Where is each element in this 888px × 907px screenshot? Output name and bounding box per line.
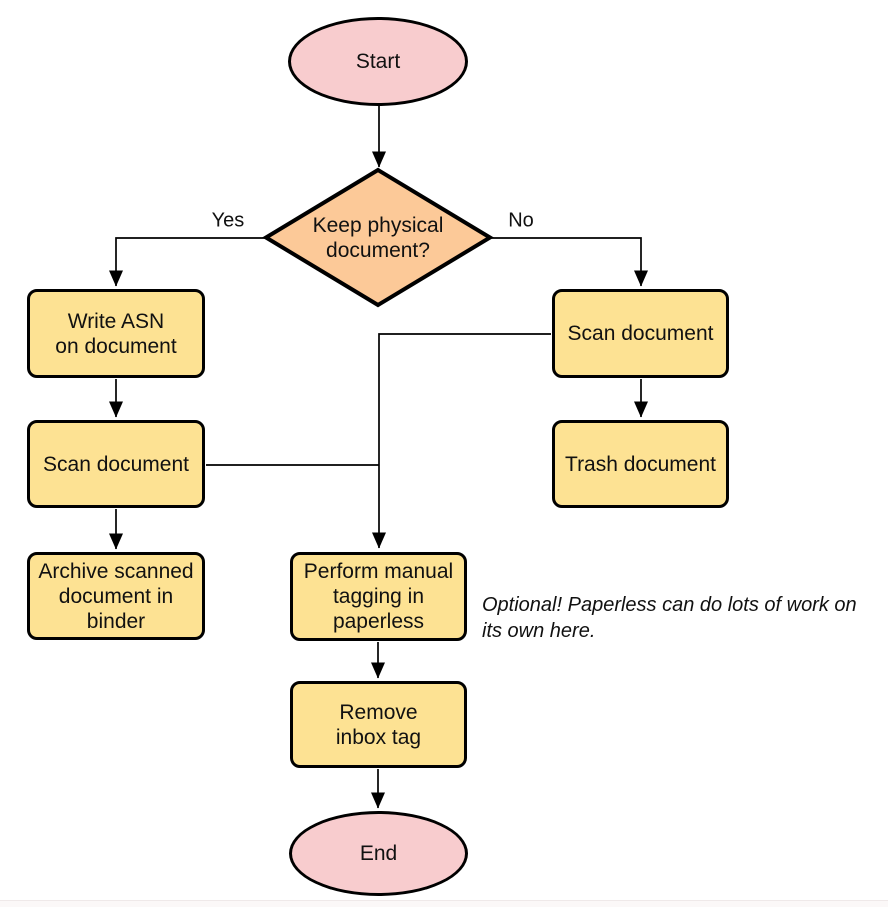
node-write-asn-label: Write ASN on document	[55, 309, 177, 358]
node-archive-binder-label: Archive scanned document in binder	[38, 559, 194, 633]
node-manual-tagging-label: Perform manual tagging in paperless	[303, 560, 454, 633]
node-trash-document-label: Trash document	[565, 452, 716, 476]
edge-yes-branch	[109, 237, 265, 287]
node-scan-document-right: Scan document	[552, 289, 729, 378]
node-start: Start	[288, 17, 468, 106]
node-archive-binder: Archive scanned document in binder	[27, 552, 205, 640]
node-remove-inbox-tag: Remove inbox tag	[290, 681, 467, 768]
node-start-label: Start	[355, 50, 401, 73]
edge-no-branch	[491, 237, 648, 287]
node-write-asn: Write ASN on document	[27, 289, 205, 378]
footer-strip	[0, 900, 888, 907]
node-remove-inbox-tag-label: Remove inbox tag	[335, 700, 422, 749]
node-end-label: End	[359, 842, 398, 865]
node-manual-tagging: Perform manual tagging in paperless	[290, 552, 467, 641]
node-scan-document-left-label: Scan document	[43, 452, 189, 476]
node-decision-label: Keep physical document?	[312, 214, 444, 262]
node-trash-document: Trash document	[552, 420, 729, 508]
node-scan-document-left: Scan document	[27, 420, 205, 508]
decision-diamond	[262, 167, 494, 308]
edge-label-no: No	[508, 209, 534, 232]
edge-label-yes: Yes	[211, 209, 245, 232]
node-end: End	[289, 811, 468, 896]
node-scan-document-right-label: Scan document	[567, 322, 714, 345]
edge-scanright-to-tagging	[372, 333, 551, 549]
annotation-optional-note: Optional! Paperless can do lots of work …	[482, 594, 857, 642]
